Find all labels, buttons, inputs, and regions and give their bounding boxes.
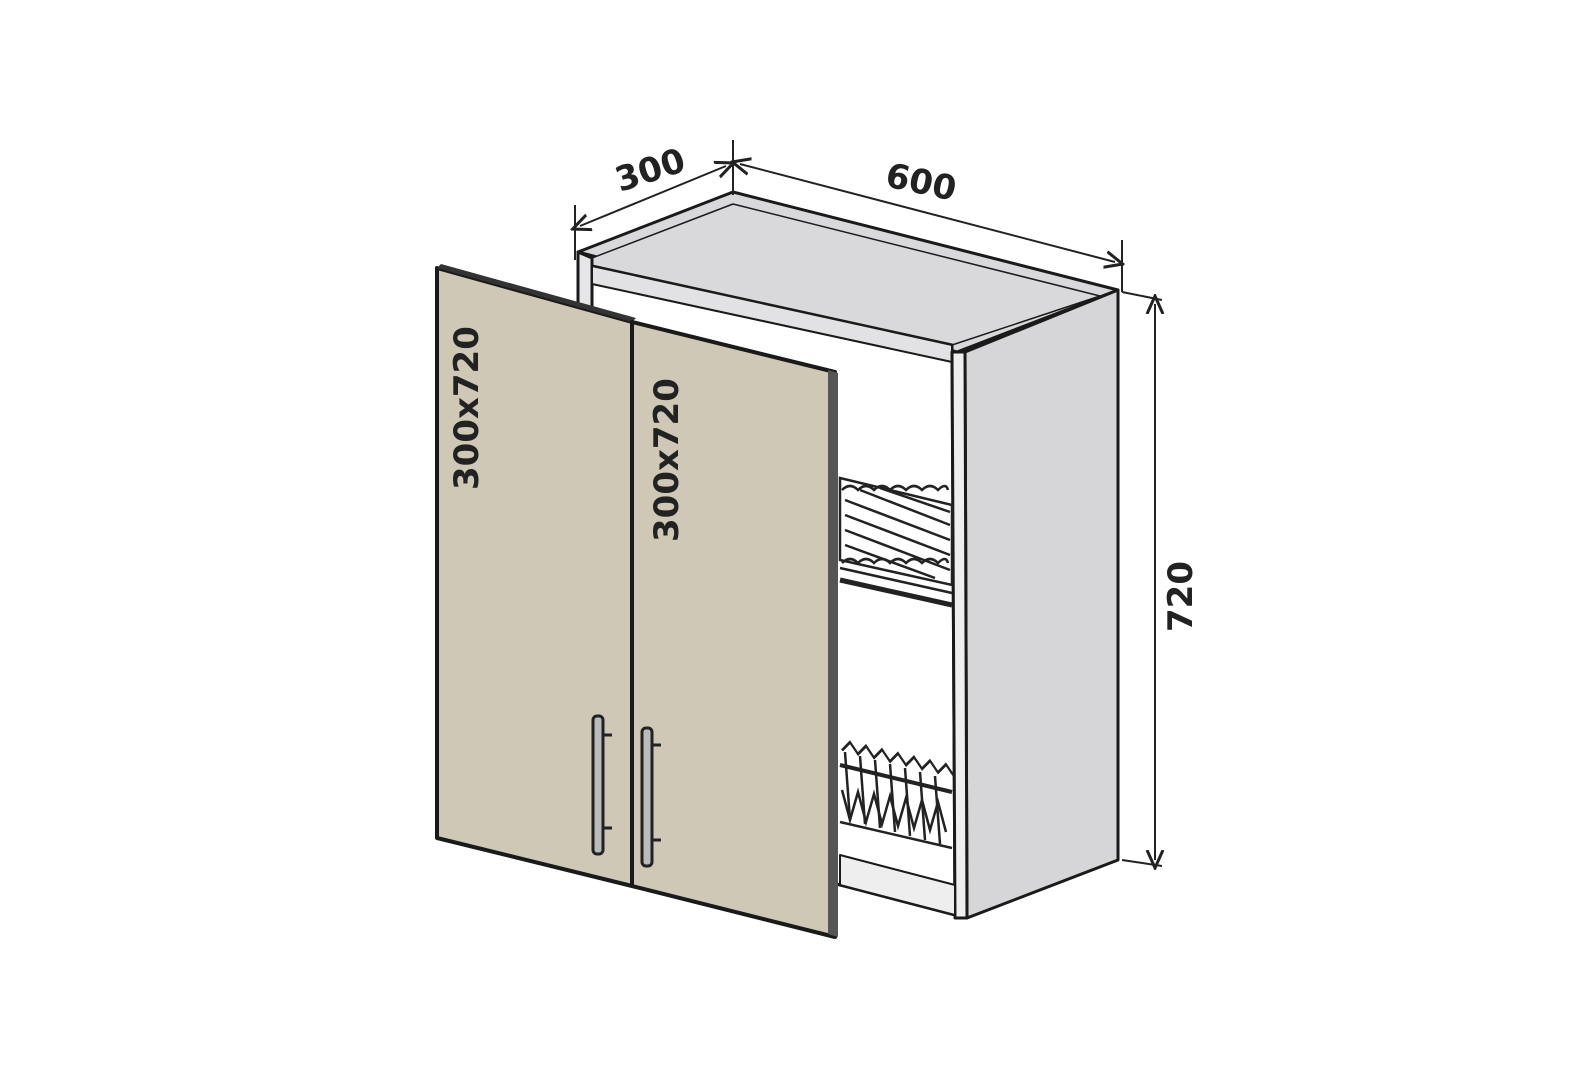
cabinet-front-edge <box>950 350 969 920</box>
right-door-handle[interactable] <box>640 726 661 868</box>
height-dimension-label: 720 <box>1161 561 1201 632</box>
left-door[interactable]: 300x720 <box>435 264 636 888</box>
lower-dish-rack <box>839 740 955 850</box>
depth-dimension-label: 300 <box>610 141 690 201</box>
left-door-handle[interactable] <box>591 714 612 856</box>
right-door-size-label: 300x720 <box>647 378 687 542</box>
dimension-lines <box>575 140 1162 866</box>
width-dimension-label: 600 <box>882 156 960 210</box>
right-door[interactable]: 300x720 <box>630 320 838 939</box>
upper-plate-rack <box>838 476 954 608</box>
cabinet-bottom-rail <box>839 854 956 916</box>
left-door-size-label: 300x720 <box>447 326 487 490</box>
cabinet-right-side-face <box>963 288 1120 920</box>
